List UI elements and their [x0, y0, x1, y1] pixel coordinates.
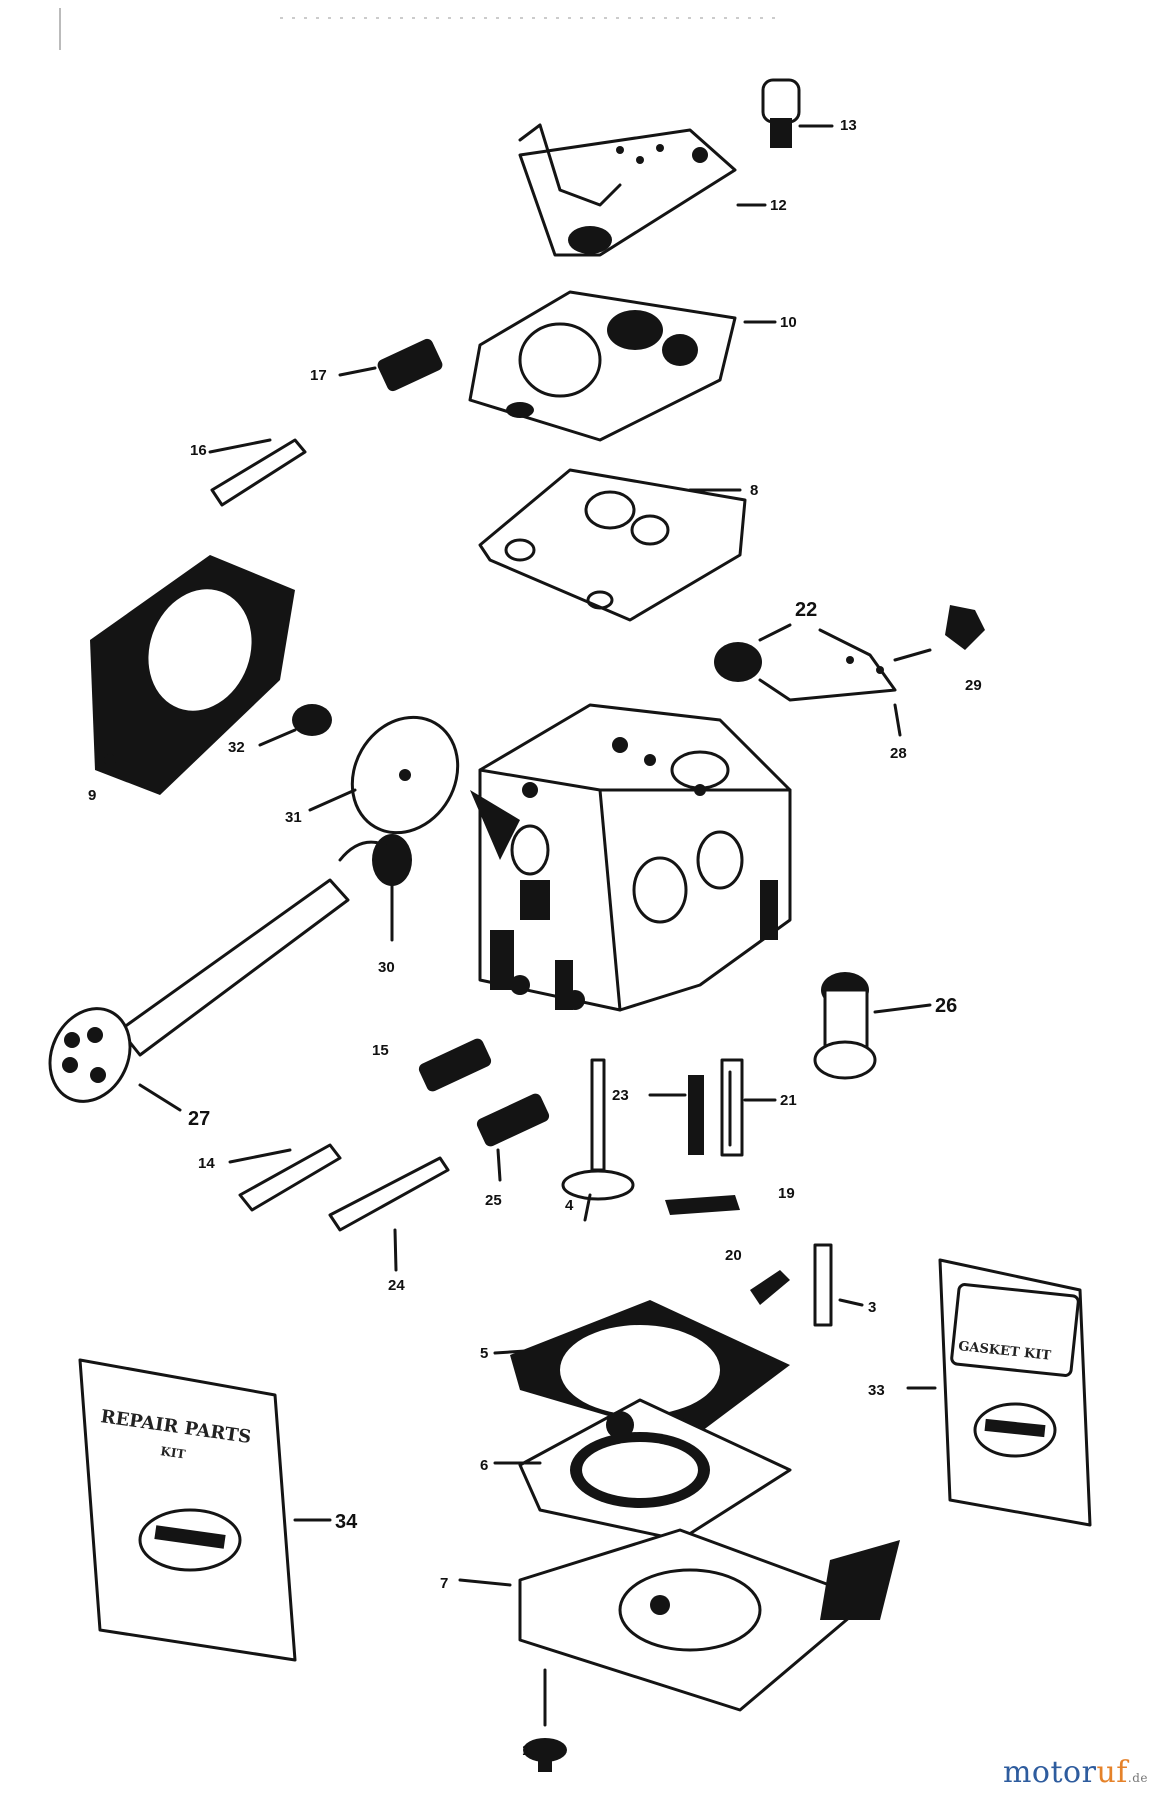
part-8-plate [478, 468, 747, 622]
label-16: 16 [190, 442, 207, 459]
part-19-lever [665, 1195, 740, 1215]
part-27-shaft [48, 878, 350, 1112]
label-30: 30 [378, 959, 395, 976]
label-34: 34 [335, 1511, 358, 1533]
part-31-disc [308, 715, 460, 835]
label-17: 17 [310, 367, 327, 384]
label-21: 21 [780, 1092, 797, 1109]
part-29-knob [893, 605, 985, 662]
label-14: 14 [198, 1155, 215, 1172]
part-4-valve [561, 1058, 635, 1222]
watermark-part1: motor [1002, 1755, 1097, 1790]
part-23-jet [648, 1075, 704, 1155]
label-25: 25 [485, 1192, 502, 1209]
label-4: 4 [565, 1197, 574, 1214]
carburetor-body [470, 703, 792, 1012]
label-9: 9 [88, 787, 96, 804]
part-22-plug [714, 623, 792, 682]
label-23: 23 [612, 1087, 629, 1104]
label-24: 24 [388, 1277, 405, 1294]
label-22: 22 [795, 599, 817, 621]
part-1-screw [523, 1738, 567, 1772]
label-13: 13 [840, 117, 857, 134]
card-33-gasket-kit: GASKET KIT [906, 1258, 1092, 1527]
label-27: 27 [188, 1108, 210, 1130]
watermark-part2: uf [1096, 1755, 1128, 1790]
card-left-line2: KIT [160, 1444, 187, 1461]
label-26: 26 [935, 995, 957, 1017]
label-12: 12 [770, 197, 787, 214]
part-13-plug [761, 78, 834, 148]
part-21-jet [720, 1058, 777, 1157]
label-5: 5 [480, 1345, 488, 1362]
label-19: 19 [778, 1185, 795, 1202]
part-24-needle [328, 1156, 450, 1272]
label-6: 6 [480, 1457, 488, 1474]
part-26-cap [813, 972, 932, 1080]
part-30-clip [338, 834, 412, 942]
part-10-gasket [468, 290, 777, 442]
part-25-spring [476, 1093, 550, 1182]
part-5-gasket [493, 1300, 790, 1440]
label-32: 32 [228, 739, 245, 756]
part-7-cover [458, 1528, 900, 1727]
scan-artifacts [59, 8, 780, 50]
label-10: 10 [780, 314, 797, 331]
label-7: 7 [440, 1575, 448, 1592]
label-1: 1 [522, 1742, 530, 1759]
label-28: 28 [890, 745, 907, 762]
motoruf-watermark: motoruf.de [1003, 1755, 1148, 1790]
label-8: 8 [750, 482, 758, 499]
part-15-spring [418, 1038, 492, 1092]
label-29: 29 [965, 677, 982, 694]
label-15: 15 [372, 1042, 389, 1059]
label-33: 33 [868, 1382, 885, 1399]
label-20: 20 [725, 1247, 742, 1264]
part-17-spring [338, 338, 443, 392]
part-3-pin [813, 1243, 864, 1327]
part-14-needle [228, 1143, 342, 1212]
card-34-repair-kit: REPAIR PARTS KIT [78, 1358, 332, 1662]
label-3: 3 [868, 1299, 876, 1316]
part-labels: 13 12 10 17 16 8 22 29 28 9 32 31 30 26 … [88, 117, 982, 1759]
part-16-needle [208, 438, 307, 507]
part-9-large-gasket [90, 555, 295, 795]
part-32-plug [258, 704, 332, 747]
part-20-screw [750, 1270, 790, 1305]
part-28-bracket [758, 628, 902, 737]
label-31: 31 [285, 809, 302, 826]
part-6-diaphragm [493, 1398, 792, 1542]
part-12-cover [518, 123, 767, 257]
watermark-suffix: .de [1127, 1771, 1148, 1785]
